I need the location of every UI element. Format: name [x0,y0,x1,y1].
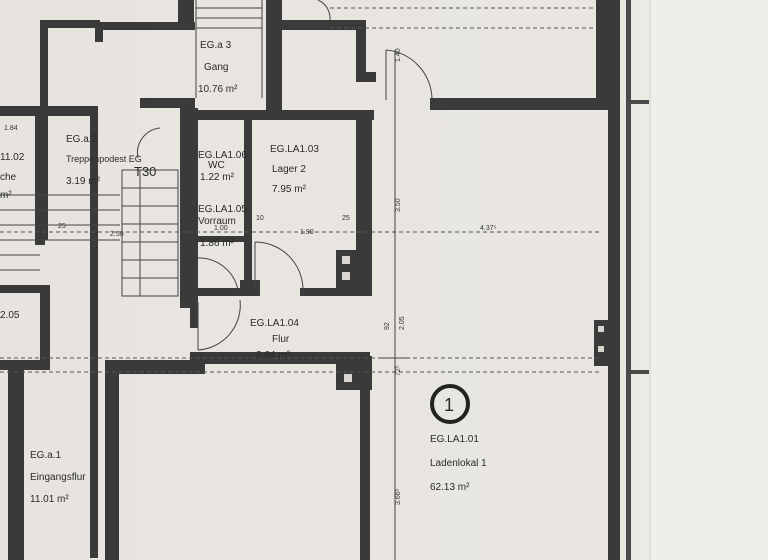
room-vorraum: EG.LA1.05 Vorraum 1.86 m² [198,204,247,249]
dim-366: 3.66⁵ [395,488,402,505]
room-gang: EG.a 3 Gang 10.76 m² [198,40,238,95]
room-number: 1 [444,395,454,415]
room-area: m² [0,190,12,201]
dim-184: 1.84 [4,125,18,132]
room-marker: 1 [430,384,470,424]
room-id: EG.a 3 [200,40,232,51]
room-area: 1.22 m² [200,172,235,183]
room-id: EG.LA1.04 [250,318,299,329]
dimension-labels: 1.84 25 2.50 1.00 1.90 10 25 4.37⁵ 3.50 … [4,48,497,505]
room-id: EG.a.1 [30,450,62,461]
room-name: Vorraum [198,216,236,227]
dim-190: 1.90 [300,229,314,236]
room-area: 7.95 m² [272,184,307,195]
dim-25b: 25 [342,215,350,222]
fire-door-mark: T30 [134,164,156,179]
room-area: 3.64 m² [256,350,291,361]
room-name: Eingangsflur [30,472,86,483]
room-number-circle [430,384,470,424]
room-name: Lager 2 [272,164,306,175]
room-id: EG.a.2 [66,134,98,145]
room-id-left-mid: 2.05 [0,310,20,321]
room-left-top: 11.02 che m² [0,152,25,201]
room-eingang: EG.a.1 Eingangsflur 11.01 m² [30,450,86,505]
room-wc: EG.LA1.06 WC 1.22 m² [198,150,247,183]
room-area: 62.13 m² [430,482,470,493]
room-id: EG.LA1.01 [430,434,479,445]
room-area: 11.01 m² [30,494,69,505]
dim-350: 3.50 [395,198,402,212]
room-area: 1.86 m² [200,238,235,249]
room-laden: EG.LA1.01 Ladenlokal 1 62.13 m² [430,434,487,493]
dim-437: 4.37⁵ [480,225,497,232]
dim-72: 72⁵ [395,365,402,376]
reference-lines [0,7,600,560]
stairs [0,0,263,297]
dim-92: 92 [384,322,391,330]
walls [0,0,649,560]
room-id: EG.LA1.06 [198,150,247,161]
room-area: 3.19 m² [66,176,101,187]
room-name: WC [208,160,225,171]
dim-25a: 25 [58,223,66,230]
dim-205: 2.05 [399,316,406,330]
room-name: che [0,172,17,183]
room-area: 10.76 m² [198,84,238,95]
room-name: Gang [204,62,228,73]
page-margin [650,0,768,560]
dim-250: 2.50 [110,231,124,238]
room-flur: EG.LA1.04 Flur 3.64 m² [250,318,299,361]
room-name: Ladenlokal 1 [430,458,487,469]
room-name: Flur [272,334,290,345]
room-treppe: EG.a.2 Treppenpodest EG 3.19 m² [66,134,142,187]
room-id: EG.LA1.03 [270,144,319,155]
room-id: 11.02 [0,152,25,163]
dim-100: 1.00 [214,225,228,232]
dim-10: 10 [256,215,264,222]
door-swings [137,0,433,351]
room-lager: EG.LA1.03 Lager 2 7.95 m² [270,144,319,195]
room-id: EG.LA1.05 [198,204,247,215]
room-name: Treppenpodest EG [66,154,142,164]
dim-140: 1.40 [395,48,402,62]
